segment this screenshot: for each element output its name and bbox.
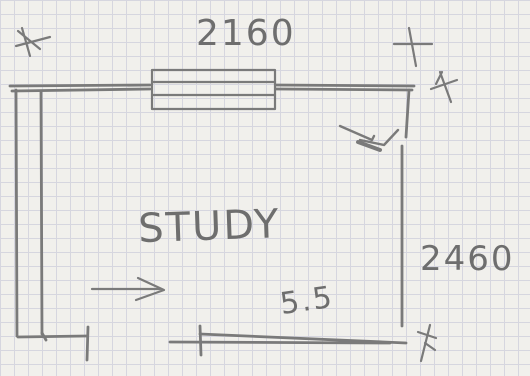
corner-symbol-icon <box>338 124 400 152</box>
room-name-label: STUDY <box>137 201 281 252</box>
right-dimension-label: 2460 <box>420 239 515 279</box>
cross-mark-bottom-right <box>416 323 438 363</box>
top-dimension-label: 2160 <box>196 13 296 54</box>
room-walls <box>8 83 416 362</box>
area-label: 5.5 <box>278 280 336 322</box>
cross-mark-right-top <box>429 70 459 104</box>
cross-mark-top-right <box>392 26 434 68</box>
cross-mark-top-left <box>14 26 52 58</box>
entry-arrow-icon <box>90 276 166 302</box>
window-symbol <box>150 68 277 111</box>
